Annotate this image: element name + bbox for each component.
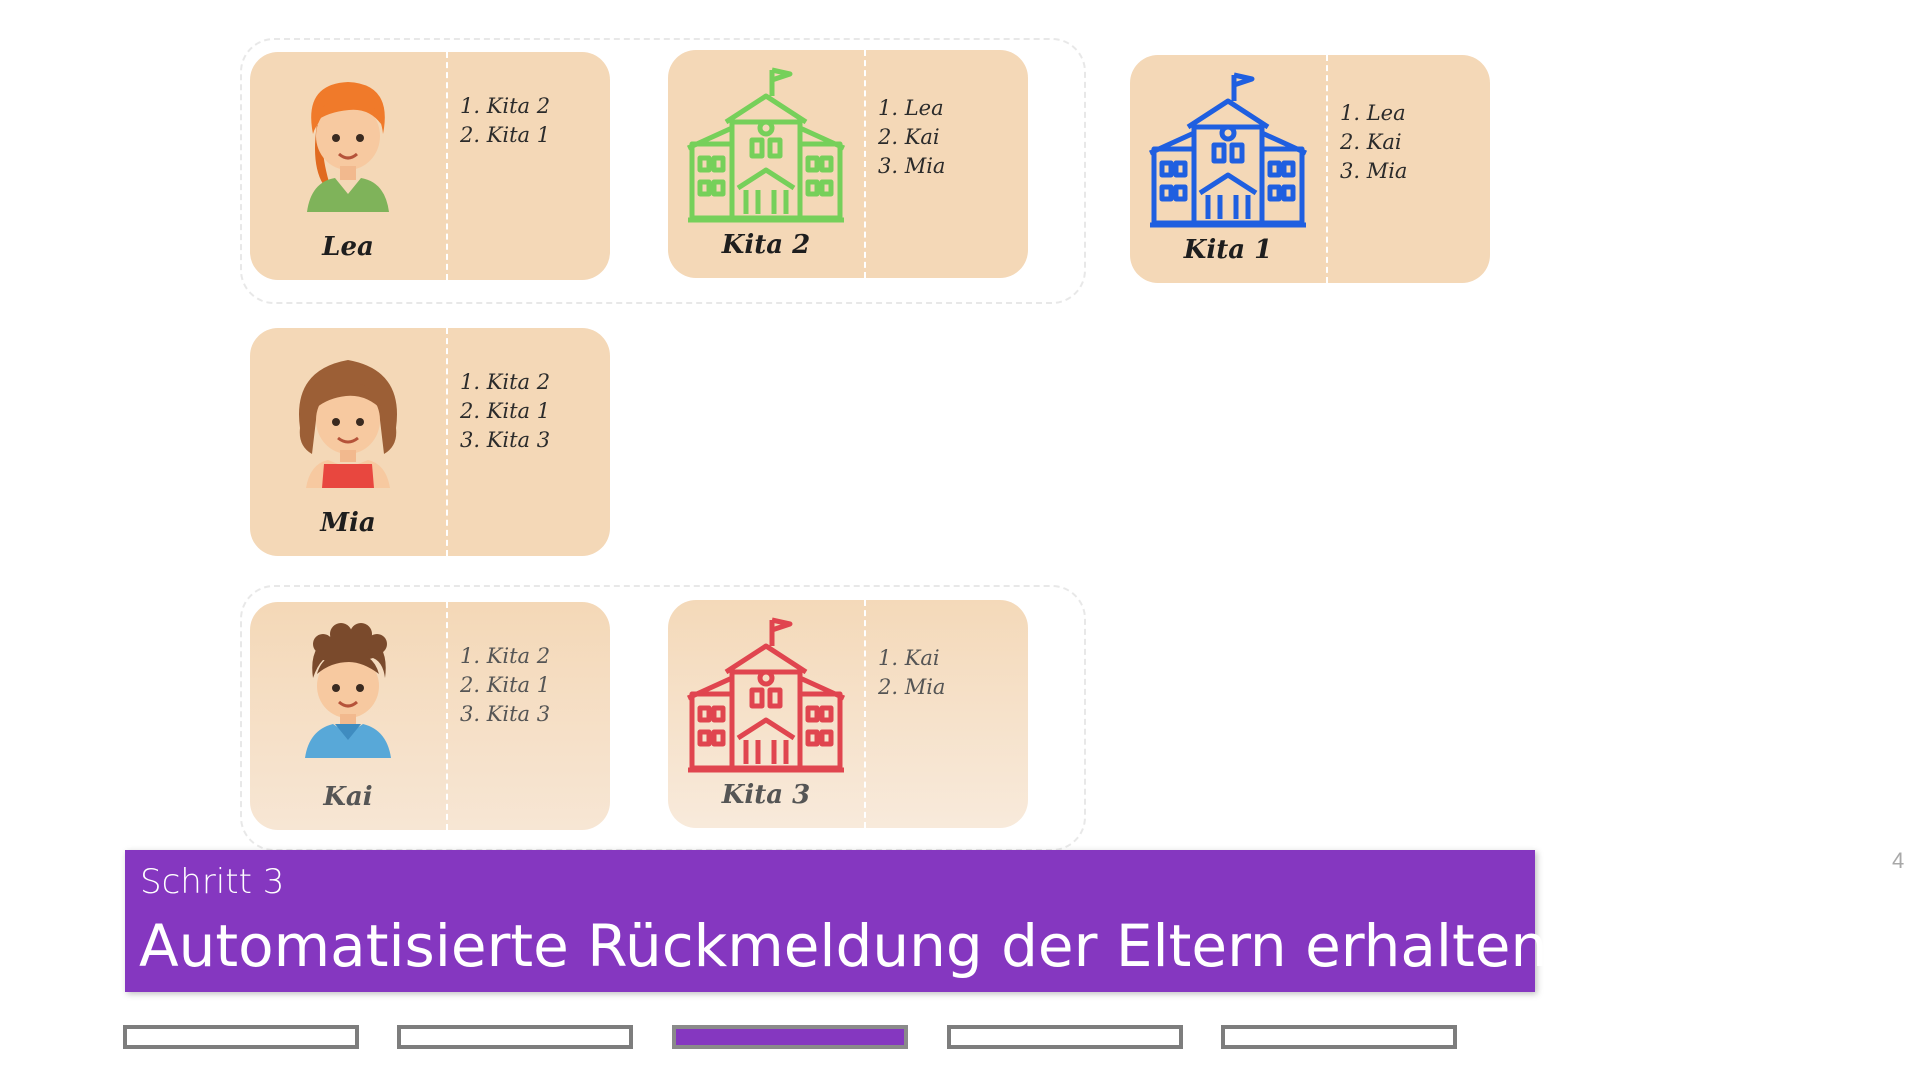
card-divider <box>864 600 866 828</box>
progress-step-3[interactable] <box>672 1025 908 1049</box>
pref-item: 2. Kai <box>878 125 940 149</box>
progress-step-2[interactable] <box>397 1025 633 1049</box>
pair-group-lea-kita2 <box>240 38 1086 304</box>
pref-item: 2. Kita 1 <box>460 123 551 147</box>
card-kita-1[interactable]: Kita 1 1. Lea 2. Kai 3. Mia <box>1130 55 1490 283</box>
girl-avatar-icon <box>299 360 397 488</box>
card-kita-3[interactable]: Kita 3 1. Kai 2. Mia <box>668 600 1028 828</box>
progress-step-5[interactable] <box>1221 1025 1457 1049</box>
card-mia-name: Mia <box>320 508 376 538</box>
card-kita-2-name: Kita 2 <box>721 230 811 260</box>
pref-item: 2. Kita 1 <box>460 399 551 423</box>
progress-step-4[interactable] <box>947 1025 1183 1049</box>
boy-avatar-icon <box>305 623 391 758</box>
pref-item: 3. Kita 3 <box>460 702 551 726</box>
page-number: 4 <box>1892 848 1905 873</box>
pref-item: 1. Kai <box>878 646 940 670</box>
pref-item: 2. Kai <box>1340 130 1402 154</box>
card-kita-2[interactable]: Kita 2 1. Lea 2. Kai 3. Mia <box>668 50 1028 278</box>
card-kita-1-name: Kita 1 <box>1183 235 1273 265</box>
school-building-icon <box>686 67 846 223</box>
card-divider <box>1326 55 1328 283</box>
card-mia-prefs: 1. Kita 2 2. Kita 1 3. Kita 3 <box>460 368 550 455</box>
card-lea-name: Lea <box>322 232 374 262</box>
slide-title: Automatisierte Rückmeldung der Eltern er… <box>139 912 1548 980</box>
card-divider <box>446 52 448 280</box>
step-label: Schritt 3 <box>140 862 285 902</box>
pref-item: 1. Kita 2 <box>460 370 551 394</box>
pref-item: 2. Mia <box>878 675 946 699</box>
card-lea[interactable]: Lea 1. Kita 2 2. Kita 1 <box>250 52 610 280</box>
pref-item: 1. Lea <box>1340 101 1406 125</box>
pref-item: 3. Kita 3 <box>460 428 551 452</box>
girl-avatar-icon <box>307 82 389 212</box>
pref-item: 3. Mia <box>878 154 946 178</box>
card-divider <box>446 602 448 830</box>
card-kita-3-name: Kita 3 <box>721 780 811 810</box>
title-banner: Schritt 3 Automatisierte Rückmeldung der… <box>125 850 1547 992</box>
card-divider <box>864 50 866 278</box>
card-kai[interactable]: Kai 1. Kita 2 2. Kita 1 3. Kita 3 <box>250 602 610 830</box>
pref-item: 2. Kita 1 <box>460 673 551 697</box>
card-kai-prefs: 1. Kita 2 2. Kita 1 3. Kita 3 <box>460 642 550 729</box>
pref-item: 1. Kita 2 <box>460 644 551 668</box>
card-lea-prefs: 1. Kita 2 2. Kita 1 <box>460 92 550 150</box>
school-building-icon <box>1148 72 1308 228</box>
pref-item: 1. Kita 2 <box>460 94 551 118</box>
card-kai-name: Kai <box>323 782 373 812</box>
school-building-icon <box>686 617 846 773</box>
pref-item: 3. Mia <box>1340 159 1408 183</box>
card-kita-3-prefs: 1. Kai 2. Mia <box>878 644 945 702</box>
card-kita-2-prefs: 1. Lea 2. Kai 3. Mia <box>878 94 945 181</box>
card-mia[interactable]: Mia 1. Kita 2 2. Kita 1 3. Kita 3 <box>250 328 610 556</box>
card-divider <box>446 328 448 556</box>
pref-item: 1. Lea <box>878 96 944 120</box>
progress-step-1[interactable] <box>123 1025 359 1049</box>
card-kita-1-prefs: 1. Lea 2. Kai 3. Mia <box>1340 99 1407 186</box>
